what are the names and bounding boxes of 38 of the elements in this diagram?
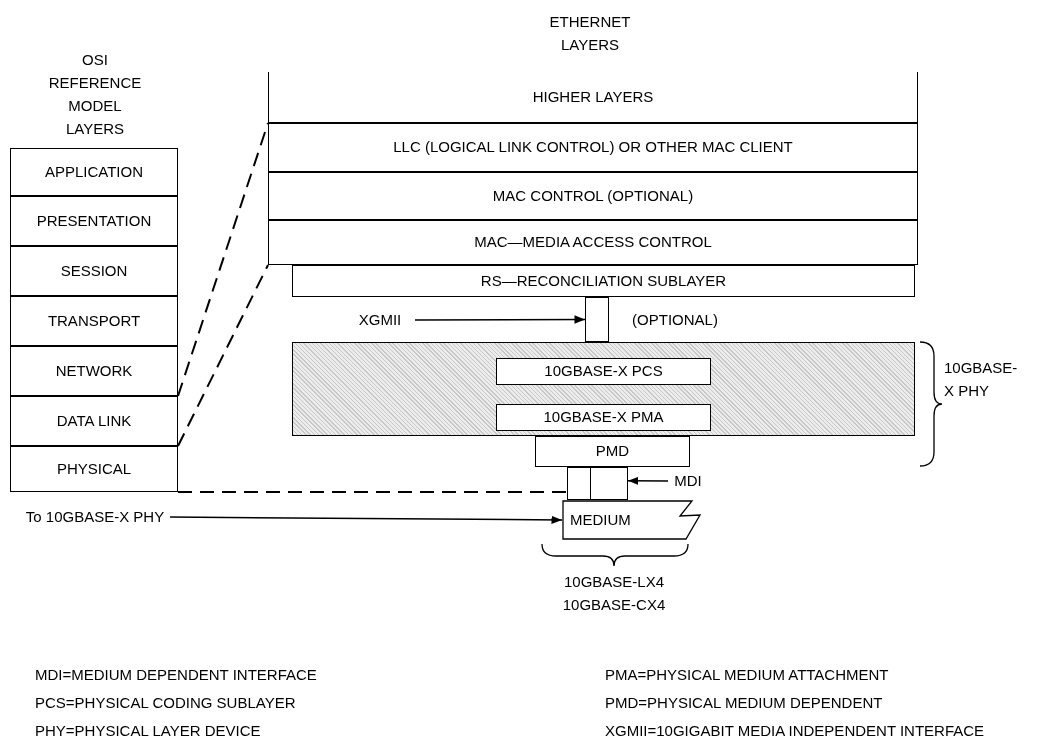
ethernet-heading: ETHERNET LAYERS (548, 12, 632, 55)
osi-heading: OSI REFERENCE MODEL LAYERS (47, 50, 143, 139)
layer-box: NETWORK (10, 346, 178, 396)
layer-box: APPLICATION (10, 148, 178, 196)
layer-box: LLC (LOGICAL LINK CONTROL) OR OTHER MAC CLIENT (268, 123, 918, 172)
phy-variants-label: 10GBASE-LX4 10GBASE-CX4 (561, 572, 667, 615)
sublayer-box: PMD (535, 436, 690, 467)
layer-box: MAC—MEDIA ACCESS CONTROL (268, 220, 918, 265)
layer-box: MAC CONTROL (OPTIONAL) (268, 172, 918, 220)
definition-text: PMD=PHYSICAL MEDIUM DEPENDENT (605, 693, 884, 713)
arrow (627, 476, 669, 486)
definition-text: XGMII=10GIGABIT MEDIA INDEPENDENT INTERFACE (605, 721, 986, 741)
definition-text: PMA=PHYSICAL MEDIUM ATTACHMENT (605, 665, 890, 685)
sublayer-box: 10GBASE-X PMA (496, 404, 711, 431)
sublayer-box: 10GBASE-X PCS (496, 358, 711, 385)
layer-box: DATA LINK (10, 396, 178, 446)
definition-text: MDI=MEDIUM DEPENDENT INTERFACE (35, 665, 318, 685)
interface-label: XGMII (345, 308, 415, 332)
interface-label: MDI (668, 470, 708, 492)
medium-label: To 10GBASE-X PHY (20, 506, 170, 528)
phy-label: 10GBASE-X PHY (944, 358, 1019, 401)
medium-shape: MEDIUM (562, 500, 704, 540)
definition-text: PHY=PHYSICAL LAYER DEVICE (35, 721, 262, 741)
phy-band (292, 342, 915, 436)
layer-box: PRESENTATION (10, 196, 178, 246)
arrow (169, 515, 563, 525)
note-text: (OPTIONAL) (631, 310, 719, 330)
layer-box: PHYSICAL (10, 446, 178, 492)
interface-box (585, 297, 609, 342)
dashed-line (177, 491, 568, 494)
definition-text: PCS=PHYSICAL CODING SUBLAYER (35, 693, 297, 713)
arrow (414, 315, 586, 324)
dashed-line (177, 122, 269, 397)
dashed-line (177, 264, 269, 447)
layer-box: SESSION (10, 246, 178, 296)
sublayer-box: RS—RECONCILIATION SUBLAYER (292, 265, 915, 297)
layer-box: TRANSPORT (10, 296, 178, 346)
interface-box (567, 467, 628, 500)
